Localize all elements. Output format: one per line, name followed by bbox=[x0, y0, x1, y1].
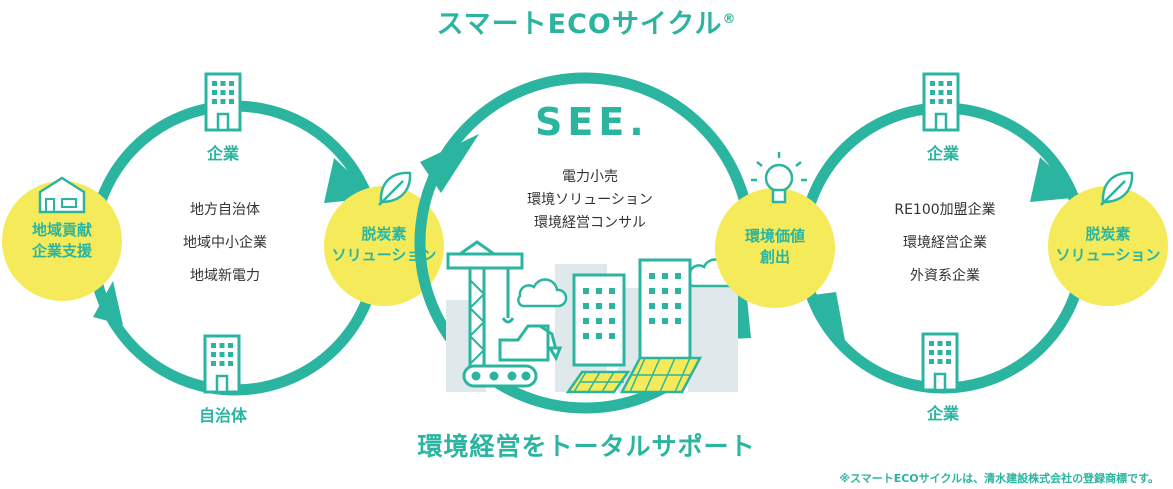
node-regional-contribution-label: 地域貢献 企業支援 bbox=[31, 221, 92, 260]
building-icon bbox=[638, 258, 692, 367]
see-logo: SEE. bbox=[535, 100, 649, 144]
solar-panel-icon bbox=[565, 356, 703, 394]
node-decarbonization-left-label: 脱炭素 ソリューション bbox=[331, 225, 437, 264]
building-icon bbox=[203, 334, 241, 394]
trademark-footnote: ※スマートECOサイクルは、清水建設株式会社の登録商標です。 bbox=[839, 472, 1159, 485]
building-icon bbox=[204, 72, 242, 132]
center-cycle-list: 電力小売 環境ソリューション 環境経営コンサル bbox=[527, 169, 653, 231]
cloud-icon bbox=[517, 278, 568, 308]
bottom-title: 環境経営をトータルサポート bbox=[417, 432, 756, 461]
center-cycle-arrow-top bbox=[420, 134, 479, 193]
building-icon bbox=[922, 72, 960, 132]
house-icon bbox=[38, 176, 86, 214]
left-top-label: 企業 bbox=[206, 144, 239, 163]
node-decarbonization-right-label: 脱炭素 ソリューション bbox=[1055, 225, 1161, 264]
excavator-icon bbox=[462, 324, 563, 388]
node-decarbonization-left bbox=[324, 186, 444, 306]
node-value-creation-label: 環境価値 創出 bbox=[744, 227, 805, 266]
left-bottom-label: 自治体 bbox=[198, 406, 247, 425]
right-cycle-list: RE100加盟企業 環境経営企業 外資系企業 bbox=[894, 202, 996, 284]
registered-mark: ® bbox=[722, 12, 737, 27]
node-regional-contribution bbox=[2, 181, 122, 301]
building-icon bbox=[921, 332, 959, 392]
crane-icon bbox=[446, 240, 524, 382]
right-cycle-arrow-bottom bbox=[806, 292, 846, 346]
node-decarbonization-right bbox=[1048, 186, 1168, 306]
node-value-creation bbox=[715, 188, 835, 308]
lightbulb-icon bbox=[751, 152, 807, 204]
left-cycle-list: 地方自治体 地域中小企業 地域新電力 bbox=[183, 202, 267, 284]
right-cycle bbox=[715, 72, 1168, 426]
diagram-title: スマートECOサイクル® bbox=[436, 9, 737, 40]
right-cycle-arrow-top bbox=[1030, 157, 1082, 202]
city-illustration bbox=[446, 240, 738, 394]
left-cycle-arrow-bottom bbox=[93, 281, 123, 325]
building-icon bbox=[572, 273, 626, 367]
left-cycle bbox=[2, 72, 444, 428]
right-bottom-label: 企業 bbox=[926, 404, 959, 423]
right-top-label: 企業 bbox=[926, 144, 959, 163]
